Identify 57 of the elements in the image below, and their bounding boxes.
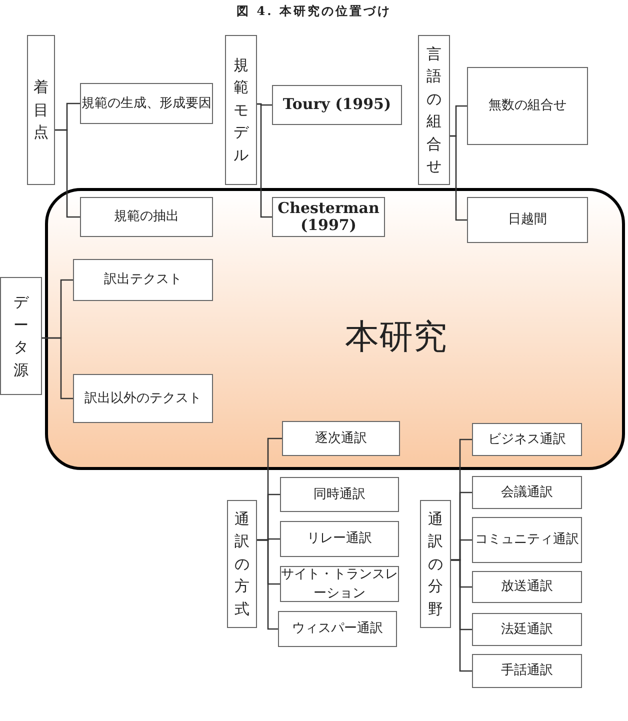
node-label: 同時通訳: [314, 486, 366, 504]
item-box: [80, 197, 213, 237]
node-label: Chesterman (1997): [276, 200, 380, 234]
node-label: データ源: [14, 292, 28, 380]
node-label: 手話通訳: [501, 662, 553, 680]
node-label: 着目点: [34, 77, 48, 144]
category-box: [225, 35, 257, 185]
item-box: [472, 423, 582, 456]
item-box: [472, 613, 582, 646]
node-label: 日越間: [508, 211, 547, 230]
item-box: [280, 521, 399, 557]
item-box: [472, 517, 582, 563]
node-label: Toury (1995): [282, 96, 392, 114]
item-box: [73, 374, 213, 423]
node-label: 会議通訳: [501, 484, 553, 502]
category-box: [27, 35, 55, 185]
node-label: 訳出テクスト: [104, 271, 182, 290]
node-label: 規範の生成、形成要因: [82, 94, 212, 113]
item-box: [472, 654, 582, 688]
category-box: [418, 35, 450, 185]
node-label: 法廷通訳: [501, 620, 553, 639]
node-label: 逐次通訳: [315, 430, 367, 448]
item-box: [472, 476, 582, 509]
category-box: [0, 277, 42, 395]
node-label: ウィスパー通訳: [292, 620, 383, 638]
node-label: 規範モデル: [234, 54, 248, 166]
item-box: [472, 571, 582, 603]
node-label: サイト・トランスレーション: [281, 566, 398, 603]
connector-line: [450, 135, 467, 221]
node-label: 訳出以外のテクスト: [84, 390, 202, 408]
category-box: [420, 500, 451, 628]
node-label: 通訳の分野: [428, 508, 443, 620]
connector-line: [42, 337, 73, 400]
node-label: コミュニティ通訳: [475, 531, 579, 550]
item-box: [278, 611, 397, 647]
item-box: [467, 67, 588, 145]
item-box: [73, 259, 213, 301]
item-box: [80, 83, 213, 124]
item-box: [280, 477, 399, 512]
node-label: ビジネス通訳: [488, 430, 566, 449]
node-label: 通訳の方式: [234, 508, 250, 620]
item-box: [467, 197, 588, 243]
item-box: [282, 421, 400, 456]
connector-line: [451, 559, 472, 672]
study-scope-box: [45, 188, 625, 470]
connector-line: [257, 103, 272, 218]
connector-line: [55, 129, 80, 218]
figure-title: 図 4. 本研究の位置づけ: [236, 3, 392, 20]
node-label: 無数の組合せ: [488, 97, 566, 116]
node-label: 規範の抽出: [114, 208, 179, 226]
main-label: 本研究: [345, 317, 447, 358]
node-label: リレー通訳: [307, 530, 372, 548]
node-label: 放送通訳: [501, 578, 553, 596]
connector-line: [257, 539, 278, 630]
node-label: 言語の組合せ: [426, 44, 442, 177]
reference-box: [272, 85, 402, 125]
category-box: [227, 500, 257, 628]
